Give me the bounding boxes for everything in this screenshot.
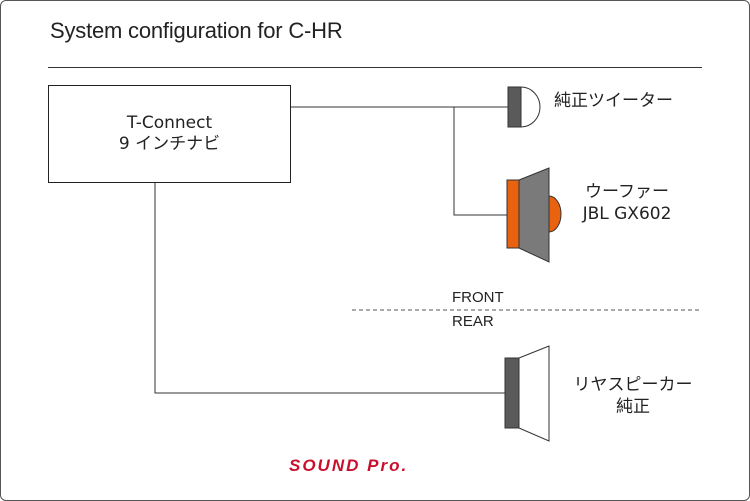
front-zone-label: FRONT [452, 289, 504, 306]
woofer-type: ウーファー [585, 182, 669, 202]
head-unit-box: T-Connect 9 インチナビ [48, 85, 291, 183]
tweeter-icon [507, 86, 541, 128]
woofer-model: JBL GX602 [582, 204, 672, 224]
wire-to-woofer [453, 107, 507, 216]
head-unit-name: T-Connect [126, 113, 213, 133]
woofer-icon [506, 167, 562, 263]
rear-zone-label: REAR [452, 313, 494, 330]
woofer-label: ウーファー JBL GX602 [572, 181, 682, 225]
diagram-title: System configuration for C-HR [50, 18, 343, 43]
rear-speaker-icon [504, 345, 550, 442]
title-divider [48, 67, 702, 68]
head-unit-description: 9 インチナビ [118, 134, 221, 154]
rear-speaker-label: リヤスピーカー 純正 [568, 374, 698, 418]
rear-speaker-type: リヤスピーカー [573, 375, 693, 395]
sound-pro-logo: SOUND Pro. [289, 456, 409, 475]
tweeter-label: 純正ツイーター [554, 91, 673, 111]
wire-headunit-to-rear [154, 183, 505, 394]
rear-speaker-source: 純正 [616, 397, 650, 417]
